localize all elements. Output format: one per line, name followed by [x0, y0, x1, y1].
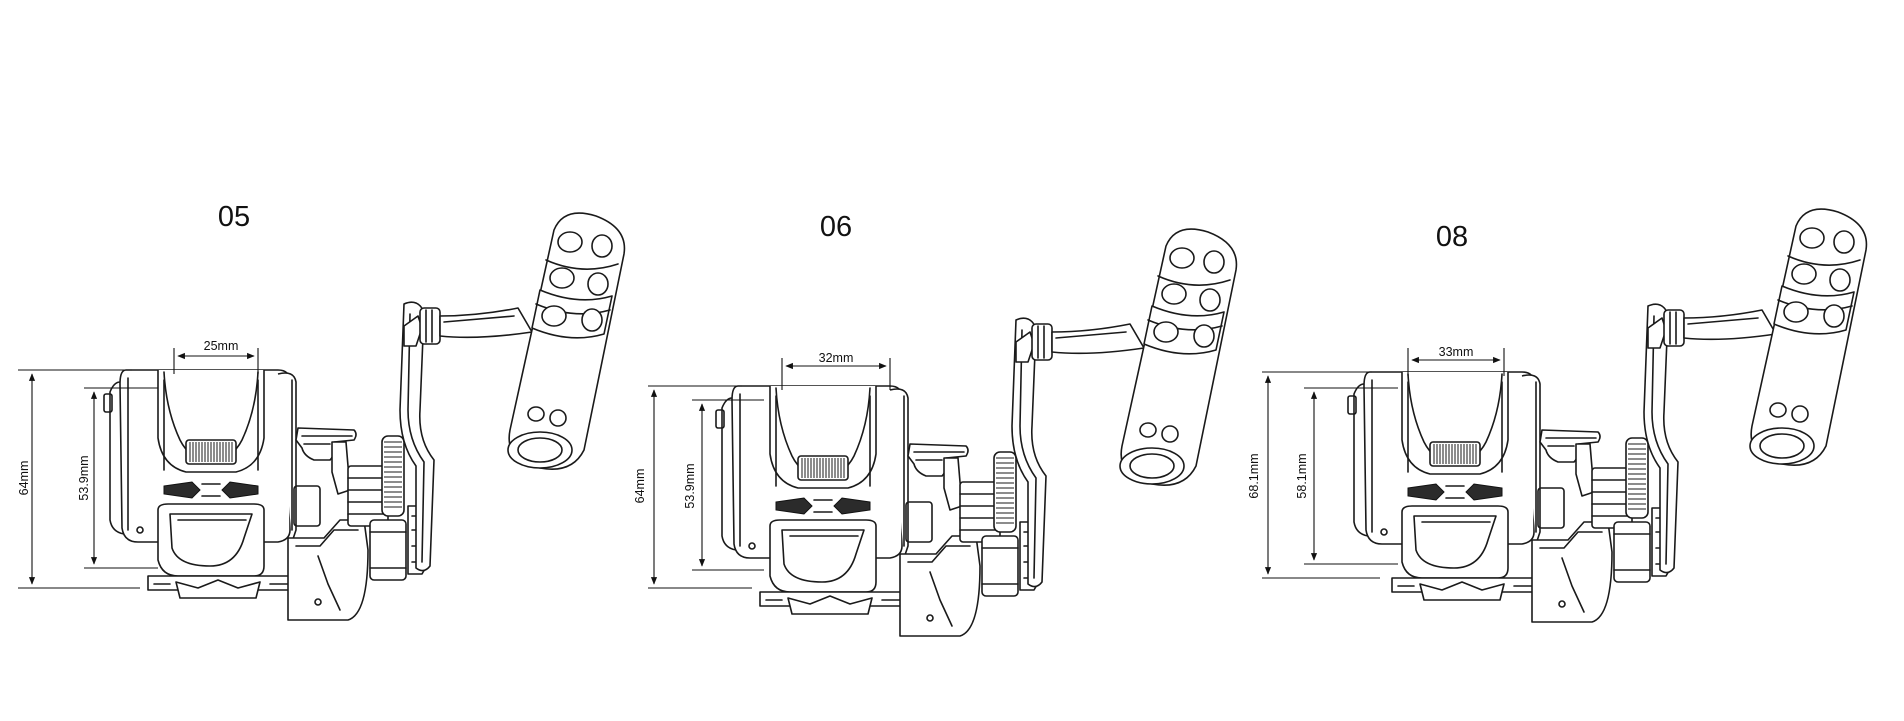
- reel-05: 05 64mm 53.9mm 25mm: [17, 201, 626, 621]
- dimension-height: 64mm: [17, 461, 31, 496]
- dimension-height: 68.1mm: [1247, 453, 1261, 498]
- reel-08: 08 68.1mm 58.1mm 33mm: [1247, 208, 1868, 623]
- dimension-inner-height: 53.9mm: [683, 463, 697, 508]
- dimension-inner-height: 53.9mm: [77, 455, 91, 500]
- model-label: 05: [218, 201, 250, 233]
- reel-06: 06 64mm 53.9mm 32mm: [633, 211, 1238, 637]
- dimension-width: 33mm: [1439, 345, 1474, 359]
- model-label: 08: [1436, 221, 1468, 253]
- dimension-width: 25mm: [204, 339, 239, 353]
- dimension-width: 32mm: [819, 351, 854, 365]
- dimension-inner-height: 58.1mm: [1295, 453, 1309, 498]
- dimension-height: 64mm: [633, 469, 647, 504]
- model-label: 06: [820, 211, 852, 243]
